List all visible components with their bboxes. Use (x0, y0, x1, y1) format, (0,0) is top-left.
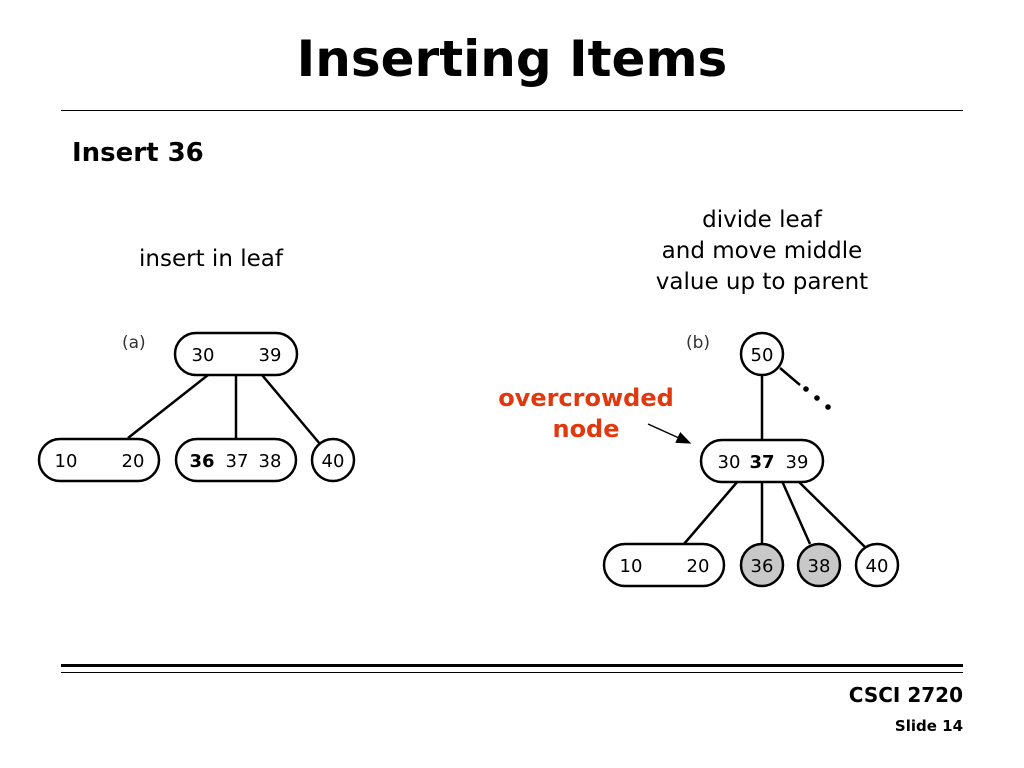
diagram-b-label: (b) (686, 333, 710, 353)
slide-subtitle: Insert 36 (72, 138, 204, 168)
node-a-root-key-1: 30 (192, 345, 215, 366)
node-a-root: 30 39 (173, 331, 299, 377)
node-b-split-left: 36 (739, 542, 785, 588)
annotation-line-1: overcrowded (498, 384, 674, 412)
node-b-key-middle: 37 (749, 452, 774, 473)
slide-title: Inserting Items (296, 30, 728, 88)
node-b-leaf-right-shape (854, 542, 900, 588)
node-a-leaf-middle-key-new: 36 (189, 451, 214, 472)
node-b-leaf-right: 40 (854, 542, 900, 588)
annotation-arrow (647, 423, 692, 444)
edge-a-right (261, 374, 321, 445)
overcrowded-annotation: overcrowded node (486, 383, 686, 445)
footer-divider-thin (61, 672, 963, 673)
node-a-leaf-middle: 36 37 38 (174, 437, 298, 483)
node-b-leaf-left-key-2: 20 (687, 556, 710, 577)
ellipsis-dot-2 (814, 395, 820, 401)
node-b-leaf-right-key: 40 (866, 556, 889, 577)
node-a-leaf-right-key: 40 (322, 451, 345, 472)
node-b-split-right-shape (796, 542, 842, 588)
node-b-key-3: 39 (786, 452, 809, 473)
node-b-split-right: 38 (796, 542, 842, 588)
caption-b-line-1: divide leaf (702, 207, 822, 233)
node-a-leaf-middle-shape (174, 437, 298, 483)
title-divider (61, 110, 963, 111)
diagram-a: (a) 30 39 10 20 36 37 38 40 (37, 331, 356, 483)
node-a-leaf-left-key-2: 20 (122, 451, 145, 472)
ellipsis-dot-1 (803, 386, 809, 392)
node-b-split-right-key: 38 (808, 556, 831, 577)
node-b-split-left-key: 36 (751, 556, 774, 577)
node-a-leaf-right-shape (310, 437, 356, 483)
footer-divider-thick (61, 664, 963, 667)
diagram-b: (b) 50 30 37 39 10 20 36 (602, 331, 900, 588)
node-b-parent-key: 50 (751, 345, 774, 366)
caption-b-line-3: value up to parent (655, 269, 869, 295)
node-b-overcrowded-shape (699, 438, 825, 484)
node-b-leaf-left-shape (602, 542, 726, 588)
caption-b: divide leaf and move middle value up to … (612, 205, 912, 298)
annotation-line-2: node (552, 415, 620, 443)
slide-number: Slide 14 (894, 717, 963, 735)
node-a-root-shape (173, 331, 299, 377)
node-b-key-1: 30 (718, 452, 741, 473)
node-a-leaf-left: 10 20 (37, 437, 161, 483)
edge-b-to-leaf-left (683, 480, 739, 545)
node-b-leaf-left: 10 20 (602, 542, 726, 588)
node-a-leaf-left-shape (37, 437, 161, 483)
node-b-parent: 50 (739, 331, 785, 377)
node-a-leaf-middle-key-2: 37 (226, 451, 249, 472)
node-b-overcrowded: 30 37 39 (699, 438, 825, 484)
edge-b-to-leaf-right (796, 479, 867, 549)
node-a-leaf-middle-key-3: 38 (259, 451, 282, 472)
edge-a-left (127, 374, 209, 439)
node-a-leaf-right: 40 (310, 437, 356, 483)
caption-b-line-2: and move middle (661, 238, 863, 264)
node-a-leaf-left-key-1: 10 (55, 451, 78, 472)
edge-b-parent-right (779, 367, 801, 386)
node-b-leaf-left-key-1: 10 (620, 556, 643, 577)
node-b-split-left-shape (739, 542, 785, 588)
edge-b-to-split-right (780, 480, 812, 545)
node-a-root-key-2: 39 (259, 345, 282, 366)
course-label: CSCI 2720 (848, 683, 963, 707)
ellipsis-dot-3 (825, 404, 831, 410)
caption-a: insert in leaf (139, 246, 283, 272)
diagram-a-label: (a) (122, 333, 146, 353)
node-b-parent-shape (739, 331, 785, 377)
